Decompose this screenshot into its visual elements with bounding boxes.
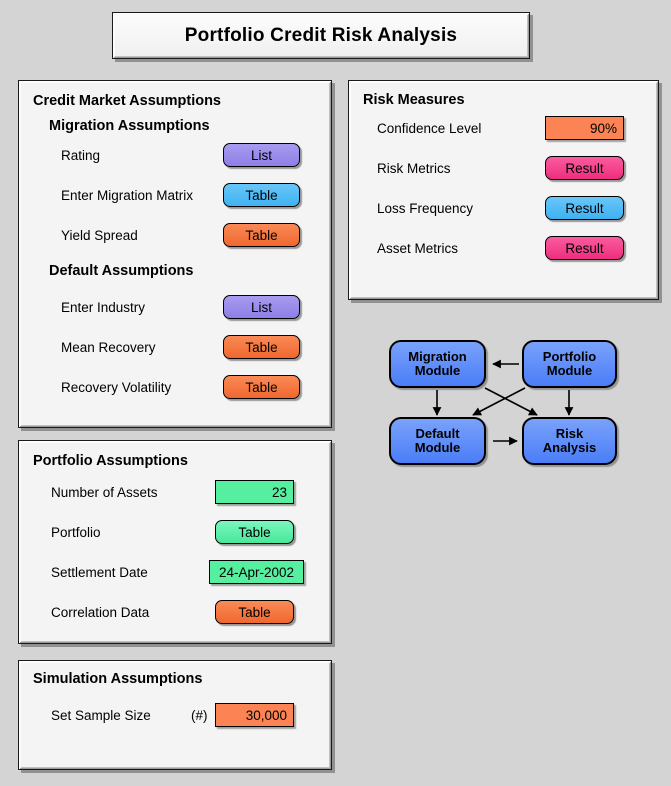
page-title-banner: Portfolio Credit Risk Analysis	[112, 12, 530, 59]
settlement-date-label: Settlement Date	[51, 565, 148, 580]
flow-node-default-line1: Default	[415, 425, 460, 441]
rating-list-button[interactable]: List	[223, 143, 300, 167]
flow-arrows	[432, 359, 574, 446]
portfolio-table-button[interactable]: Table	[215, 520, 294, 544]
flow-node-risk-analysis[interactable]: Risk Analysis	[522, 417, 617, 465]
asset-metrics-label: Asset Metrics	[377, 241, 459, 256]
confidence-level-label: Confidence Level	[377, 121, 482, 136]
credit-market-panel-title: Credit Market Assumptions	[33, 93, 221, 109]
simulation-assumptions-panel: Simulation Assumptions Set Sample Size (…	[18, 660, 332, 770]
rating-label: Rating	[61, 148, 101, 163]
sample-size-unit-label: (#)	[191, 708, 208, 723]
number-of-assets-label: Number of Assets	[51, 485, 158, 500]
enter-migration-matrix-table-button[interactable]: Table	[223, 183, 300, 207]
settlement-date-field[interactable]: 24-Apr-2002	[209, 560, 304, 584]
risk-metrics-result-button[interactable]: Result	[545, 156, 624, 180]
flow-node-migration-line1: Migration	[408, 348, 467, 364]
flow-node-risk-line1: Risk	[555, 425, 584, 441]
number-of-assets-field[interactable]: 23	[215, 480, 294, 504]
set-sample-size-label: Set Sample Size	[51, 708, 151, 723]
loss-frequency-label: Loss Frequency	[377, 201, 474, 216]
page-title: Portfolio Credit Risk Analysis	[184, 24, 458, 46]
asset-metrics-result-button[interactable]: Result	[545, 236, 624, 260]
flow-node-migration-line2: Module	[414, 363, 461, 378]
mean-recovery-label: Mean Recovery	[61, 340, 156, 355]
flow-node-default-line2: Module	[414, 440, 461, 455]
loss-frequency-result-button[interactable]: Result	[545, 196, 624, 220]
correlation-data-table-button[interactable]: Table	[215, 600, 294, 624]
portfolio-assumptions-panel: Portfolio Assumptions Number of Assets 2…	[18, 440, 332, 644]
enter-migration-matrix-label: Enter Migration Matrix	[61, 188, 194, 203]
risk-measures-panel-title: Risk Measures	[363, 92, 465, 108]
risk-metrics-label: Risk Metrics	[377, 161, 451, 176]
flow-node-portfolio-line1: Portfolio	[542, 348, 597, 364]
simulation-panel-title: Simulation Assumptions	[33, 671, 203, 687]
risk-measures-panel: Risk Measures Confidence Level 90% Risk …	[348, 80, 659, 300]
module-flow-diagram: Migration Module Portfolio Module Defaul…	[385, 333, 625, 465]
enter-industry-list-button[interactable]: List	[223, 295, 300, 319]
flow-node-portfolio-line2: Module	[546, 363, 593, 378]
portfolio-table-label: Portfolio	[51, 525, 101, 540]
yield-spread-table-button[interactable]: Table	[223, 223, 300, 247]
confidence-level-field[interactable]: 90%	[545, 116, 624, 140]
set-sample-size-field[interactable]: 30,000	[215, 703, 294, 727]
edge-migration-to-risk	[484, 387, 538, 416]
mean-recovery-table-button[interactable]: Table	[223, 335, 300, 359]
enter-industry-label: Enter Industry	[61, 300, 146, 315]
portfolio-panel-title: Portfolio Assumptions	[33, 453, 188, 469]
flow-node-migration-module[interactable]: Migration Module	[389, 340, 486, 388]
flow-node-default-module[interactable]: Default Module	[389, 417, 486, 465]
credit-market-assumptions-panel: Credit Market Assumptions Migration Assu…	[18, 80, 332, 428]
edge-portfolio-to-default	[472, 387, 526, 416]
correlation-data-label: Correlation Data	[51, 605, 150, 620]
recovery-volatility-label: Recovery Volatility	[61, 380, 172, 395]
flow-node-portfolio-module[interactable]: Portfolio Module	[522, 340, 617, 388]
recovery-volatility-table-button[interactable]: Table	[223, 375, 300, 399]
migration-assumptions-section-title: Migration Assumptions	[49, 118, 210, 134]
default-assumptions-section-title: Default Assumptions	[49, 263, 194, 279]
flow-node-risk-line2: Analysis	[542, 440, 597, 455]
yield-spread-label: Yield Spread	[61, 228, 138, 243]
